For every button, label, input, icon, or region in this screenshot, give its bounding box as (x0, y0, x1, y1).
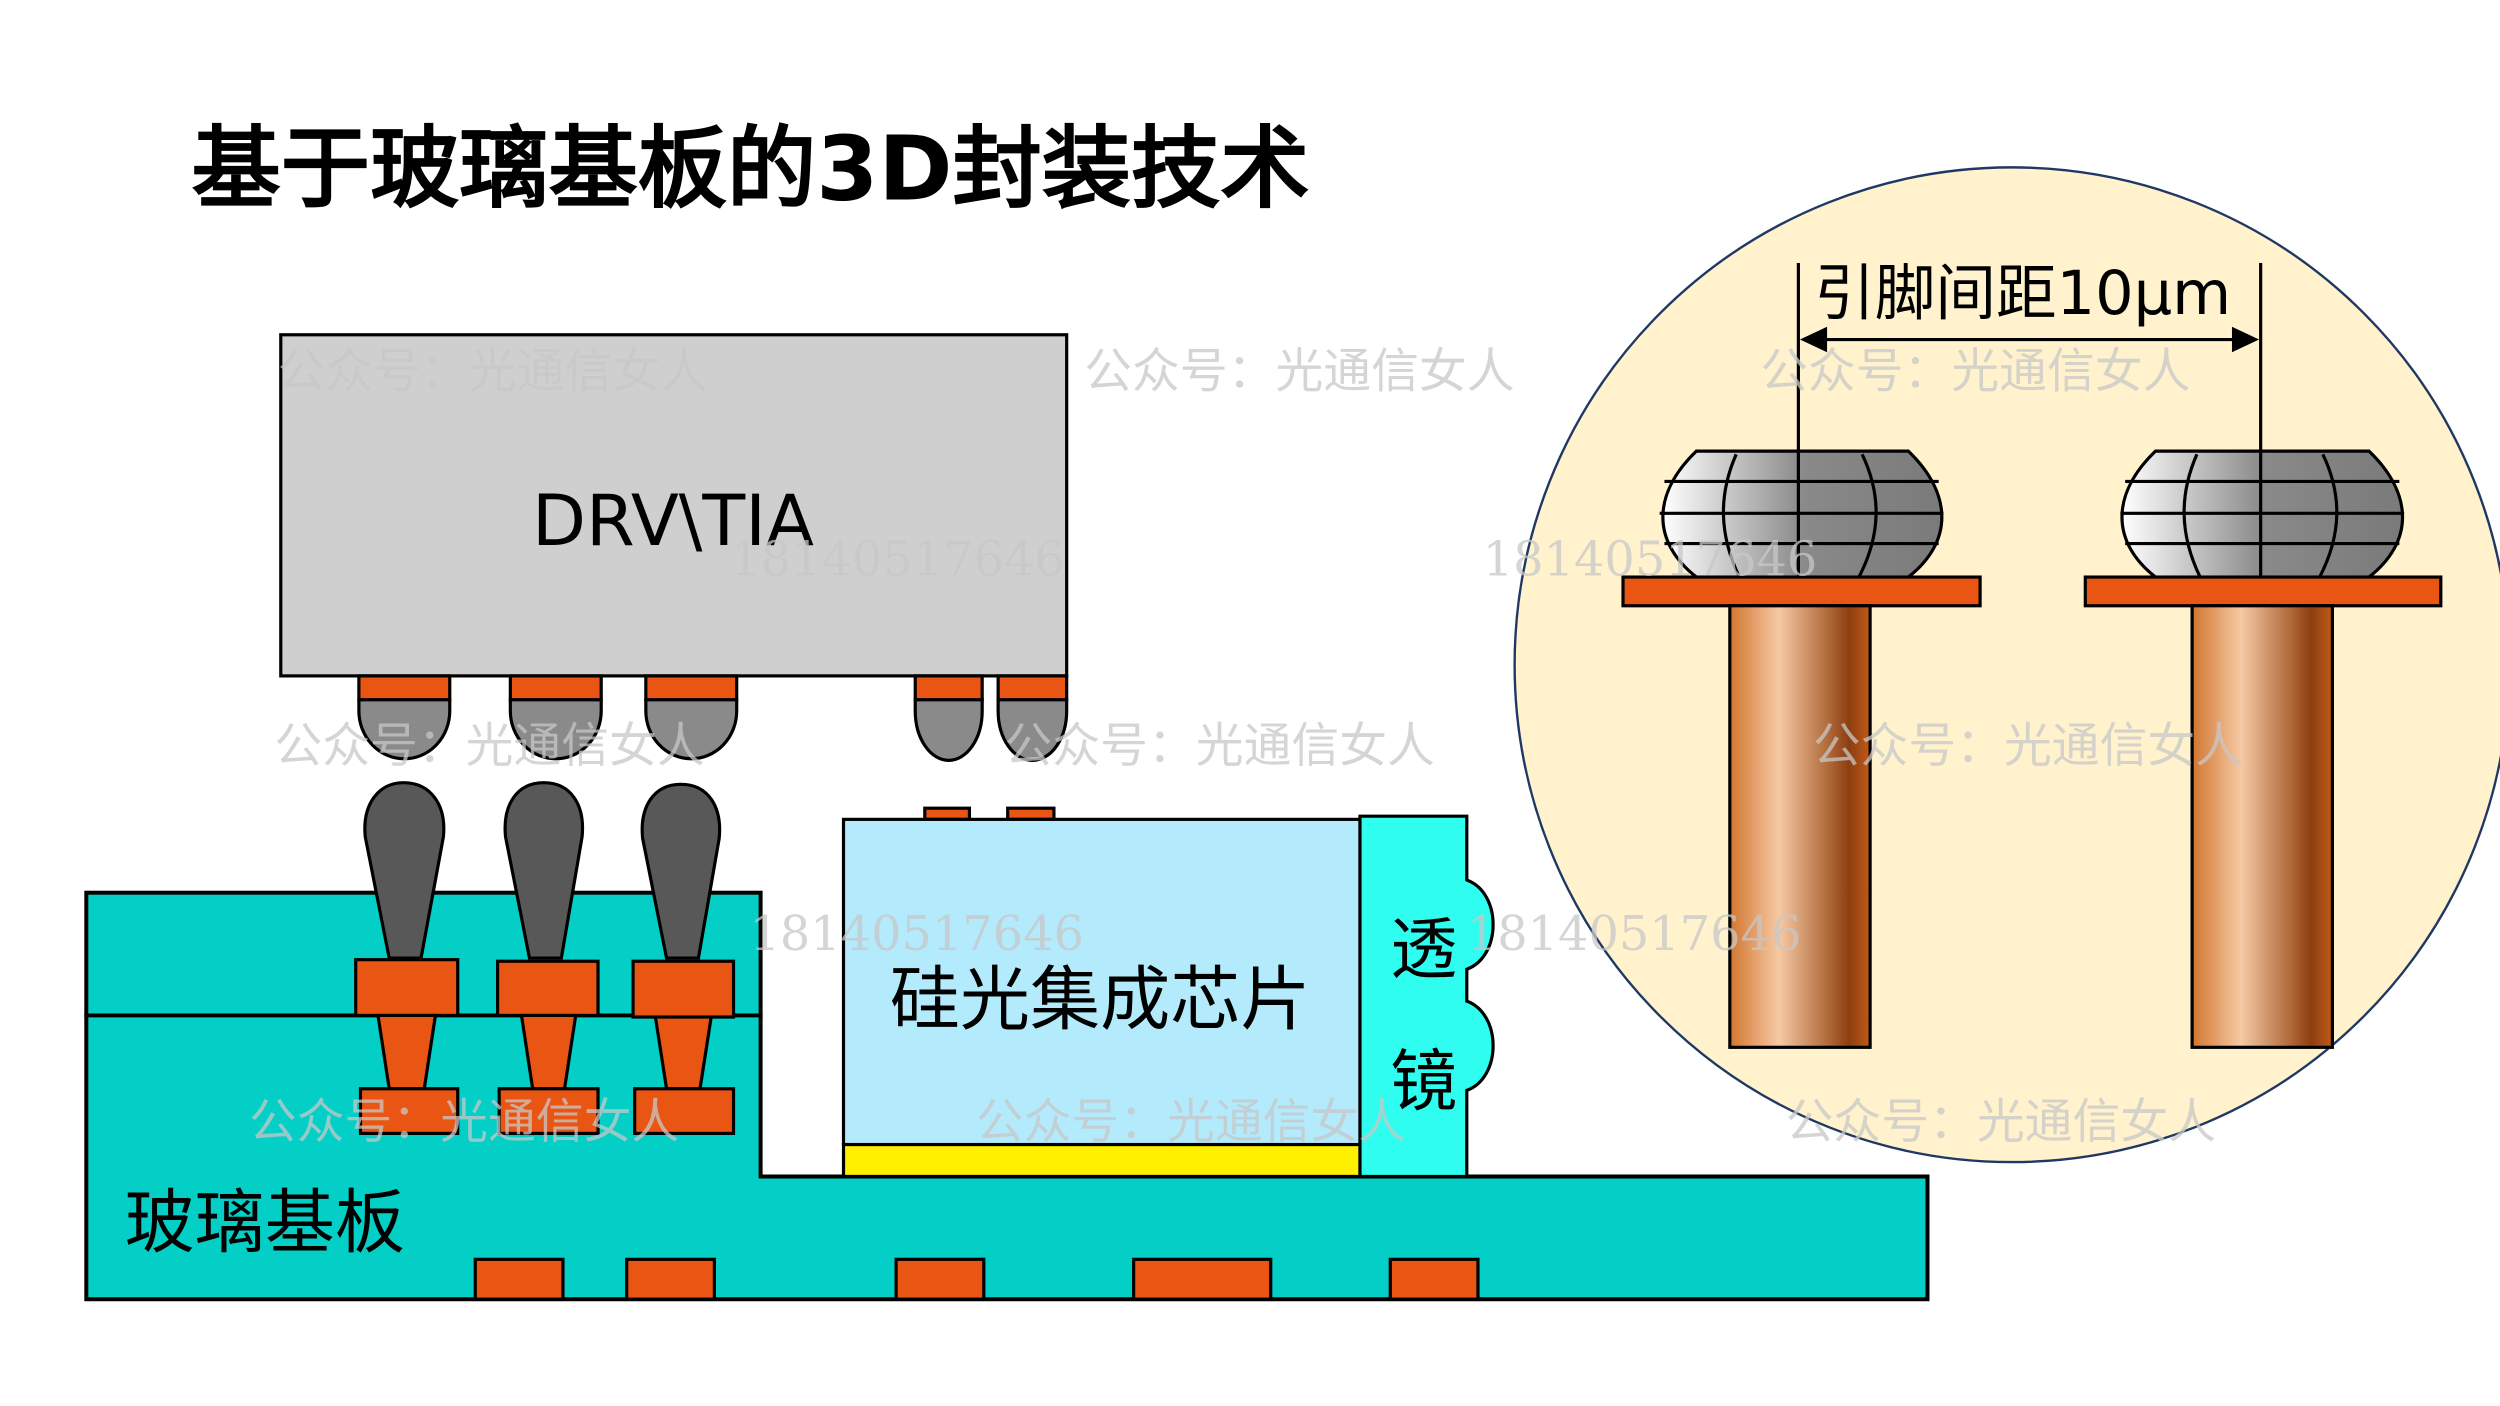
through-glass-vias (354, 958, 736, 1136)
watermark: 18140517646 (1483, 532, 1818, 587)
page-title: 基于玻璃基板的3D封装技术 (192, 117, 1310, 221)
watermark: 公众号：光通信女人 (1084, 344, 1514, 399)
driver-chip: DRV\TIA (279, 333, 1069, 678)
watermark: 公众号：光通信女人 (278, 344, 708, 399)
watermark: 公众号：光通信女人 (1760, 344, 2190, 399)
arrow-left-icon (1799, 326, 1828, 353)
pitch-label: 引脚间距10μm (1814, 259, 2231, 329)
watermarks: 公众号：光通信女人 公众号：光通信女人 公众号：光通信女人 公众号：光通信女人 … (249, 344, 2243, 1150)
pitch-detail-callout: 引脚间距10μm (1513, 166, 2500, 1164)
watermark: 公众号：光通信女人 (1005, 719, 1435, 774)
silicon-photonic-chip-label: 硅光集成芯片 (890, 958, 1311, 1040)
glass-substrate-label: 玻璃基板 (125, 1182, 406, 1264)
micro-bump-left (1621, 449, 1982, 1049)
lens: 透 镜 (1358, 814, 1495, 1179)
lens-label-2: 镜 (1390, 1043, 1457, 1121)
watermark: 公众号：光通信女人 (249, 1095, 679, 1150)
watermark: 18140517646 (730, 532, 1065, 587)
lens-label-1: 透 (1390, 910, 1457, 988)
chip-bumps (357, 674, 1069, 762)
micro-bump-right (2083, 449, 2443, 1049)
arrow-right-icon (2231, 326, 2260, 353)
watermark: 公众号：光通信女人 (1813, 719, 2243, 774)
silicon-photonic-chip (841, 806, 1362, 1179)
watermark: 公众号：光通信女人 (274, 719, 704, 774)
watermark: 18140517646 (749, 907, 1084, 962)
watermark: 公众号：光通信女人 (1786, 1095, 2216, 1150)
watermark: 公众号：光通信女人 (976, 1095, 1406, 1150)
watermark: 18140517646 (1467, 907, 1802, 962)
substrate-bottom-pads (473, 1257, 1480, 1301)
solder-teardrops (363, 781, 722, 960)
driver-chip-label: DRV\TIA (532, 480, 814, 562)
